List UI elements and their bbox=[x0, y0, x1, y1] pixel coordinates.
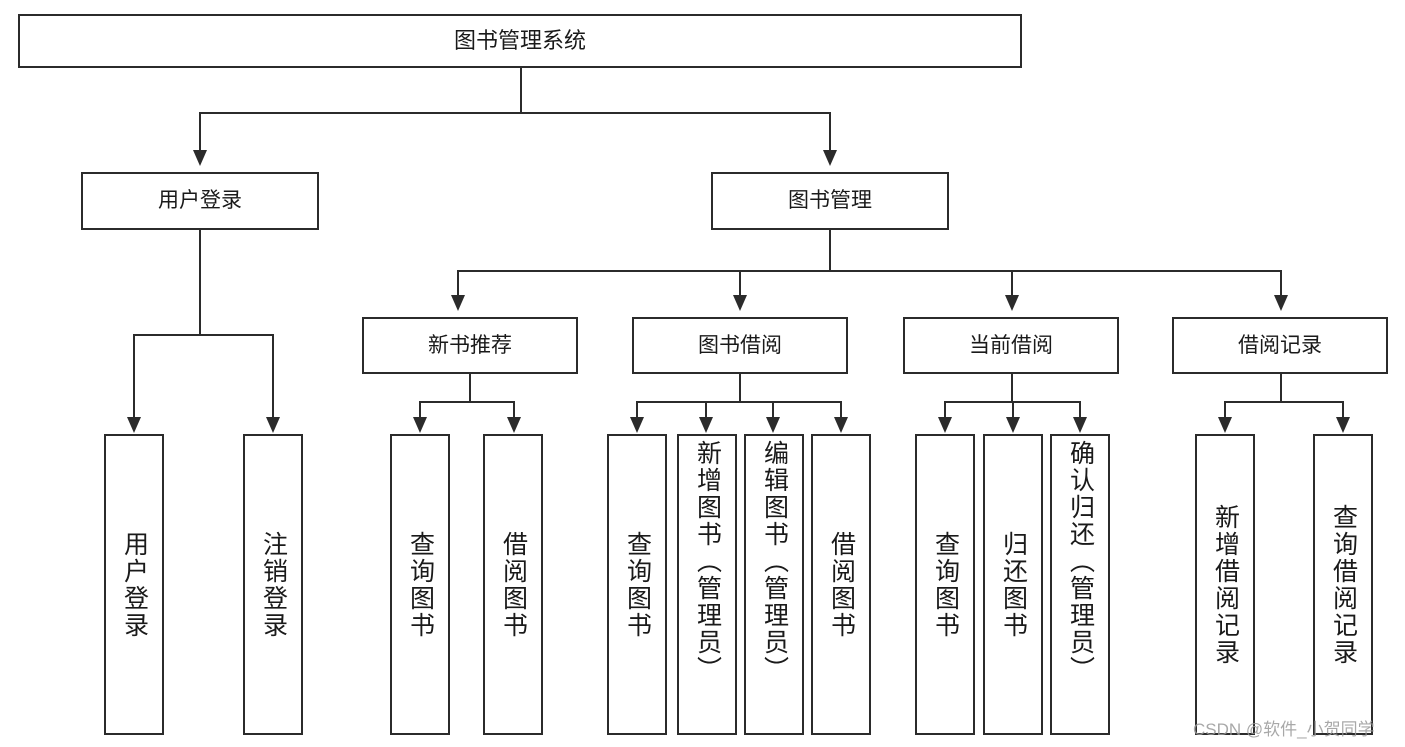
connector-br-to-leaf-1 bbox=[1342, 401, 1344, 419]
connector-br-to-leaf-0 bbox=[1224, 401, 1226, 419]
node-label: 查询借阅记录 bbox=[1329, 503, 1358, 666]
node-new-book-recommend[interactable]: 新书推荐 bbox=[362, 317, 578, 374]
arrow-nb-to-leaf-1-icon bbox=[507, 417, 521, 433]
leaf-new-book-recommend-0[interactable]: 查询图书 bbox=[390, 434, 450, 735]
leaf-new-book-recommend-1[interactable]: 借阅图书 bbox=[483, 434, 543, 735]
connector-cb-to-leaf-0 bbox=[944, 401, 946, 419]
leaf-borrow-record-0[interactable]: 新增借阅记录 bbox=[1195, 434, 1255, 735]
node-root-book-management-system[interactable]: 图书管理系统 bbox=[18, 14, 1022, 68]
connector-bb-to-leaf-2 bbox=[772, 401, 774, 419]
arrow-bb-to-leaf-2-icon bbox=[766, 417, 780, 433]
connector-new-book-bus bbox=[419, 401, 514, 403]
connector-bb-to-leaf-0 bbox=[636, 401, 638, 419]
arrow-bm-to-new-book-icon bbox=[451, 295, 465, 311]
connector-bb-to-leaf-3 bbox=[840, 401, 842, 419]
arrow-nb-to-leaf-0-icon bbox=[413, 417, 427, 433]
leaf-current-borrow-1[interactable]: 归还图书 bbox=[983, 434, 1043, 735]
connector-cb-to-leaf-1 bbox=[1012, 401, 1014, 419]
arrow-cb-to-leaf-0-icon bbox=[938, 417, 952, 433]
arrow-br-to-leaf-0-icon bbox=[1218, 417, 1232, 433]
arrow-cb-to-leaf-2-icon bbox=[1073, 417, 1087, 433]
node-label: 用户登录 bbox=[158, 189, 242, 213]
leaf-book-borrow-1[interactable]: 新增图书（管理员） bbox=[677, 434, 737, 735]
leaf-book-borrow-2[interactable]: 编辑图书（管理员） bbox=[744, 434, 804, 735]
node-label: 图书管理系统 bbox=[453, 27, 586, 53]
node-label: 归还图书 bbox=[999, 530, 1028, 639]
leaf-user-login-1[interactable]: 注销登录 bbox=[243, 434, 303, 735]
arrow-root-to-user-login-icon bbox=[193, 150, 207, 166]
arrow-root-to-book-management-icon bbox=[823, 150, 837, 166]
leaf-book-borrow-3[interactable]: 借阅图书 bbox=[811, 434, 871, 735]
node-label: 查询图书 bbox=[623, 530, 652, 639]
node-label: 借阅图书 bbox=[827, 530, 856, 639]
leaf-borrow-record-1[interactable]: 查询借阅记录 bbox=[1313, 434, 1373, 735]
node-label: 查询图书 bbox=[931, 530, 960, 639]
connector-cb-to-leaf-2 bbox=[1079, 401, 1081, 419]
connector-new-book-stem bbox=[469, 374, 471, 402]
node-label: 用户登录 bbox=[120, 530, 149, 639]
connector-bm-to-current-borrow bbox=[1011, 270, 1013, 297]
node-label: 图书借阅 bbox=[698, 333, 782, 357]
node-label: 借阅图书 bbox=[499, 530, 528, 639]
connector-user-login-to-leaf-1 bbox=[272, 334, 274, 419]
node-label: 编辑图书（管理员） bbox=[760, 440, 789, 683]
arrow-cb-to-leaf-1-icon bbox=[1006, 417, 1020, 433]
arrow-user-login-to-leaf-0-icon bbox=[127, 417, 141, 433]
arrow-br-to-leaf-1-icon bbox=[1336, 417, 1350, 433]
connector-book-management-bus bbox=[457, 270, 1281, 272]
connector-book-management-stem bbox=[829, 230, 831, 271]
node-label: 新书推荐 bbox=[428, 333, 512, 357]
connector-nb-to-leaf-0 bbox=[419, 401, 421, 419]
node-user-login[interactable]: 用户登录 bbox=[81, 172, 319, 230]
node-label: 确认归还（管理员） bbox=[1066, 440, 1095, 683]
connector-bm-to-borrow-record bbox=[1280, 270, 1282, 297]
connector-bm-to-book-borrow bbox=[739, 270, 741, 297]
connector-borrow-record-stem bbox=[1280, 374, 1282, 402]
node-book-management[interactable]: 图书管理 bbox=[711, 172, 949, 230]
arrow-bm-to-book-borrow-icon bbox=[733, 295, 747, 311]
node-label: 当前借阅 bbox=[969, 333, 1053, 357]
arrow-bb-to-leaf-1-icon bbox=[699, 417, 713, 433]
watermark-text: CSDN @软件_小贺同学 bbox=[1193, 720, 1375, 739]
leaf-current-borrow-0[interactable]: 查询图书 bbox=[915, 434, 975, 735]
connector-user-login-to-leaf-0 bbox=[133, 334, 135, 419]
connector-root-stem bbox=[520, 68, 522, 113]
connector-user-login-stem bbox=[199, 230, 201, 335]
leaf-current-borrow-2[interactable]: 确认归还（管理员） bbox=[1050, 434, 1110, 735]
node-current-borrow[interactable]: 当前借阅 bbox=[903, 317, 1119, 374]
node-label: 注销登录 bbox=[259, 530, 288, 639]
node-label: 新增借阅记录 bbox=[1211, 503, 1240, 666]
arrow-bb-to-leaf-0-icon bbox=[630, 417, 644, 433]
arrow-bb-to-leaf-3-icon bbox=[834, 417, 848, 433]
node-label: 新增图书（管理员） bbox=[693, 440, 722, 683]
arrow-bm-to-borrow-record-icon bbox=[1274, 295, 1288, 311]
leaf-user-login-0[interactable]: 用户登录 bbox=[104, 434, 164, 735]
arrow-bm-to-current-borrow-icon bbox=[1005, 295, 1019, 311]
connector-root-to-book-management bbox=[829, 112, 831, 152]
node-borrow-record[interactable]: 借阅记录 bbox=[1172, 317, 1388, 374]
node-label: 借阅记录 bbox=[1238, 333, 1322, 357]
connector-user-login-bus bbox=[133, 334, 273, 336]
arrow-user-login-to-leaf-1-icon bbox=[266, 417, 280, 433]
node-book-borrow[interactable]: 图书借阅 bbox=[632, 317, 848, 374]
connector-borrow-record-bus bbox=[1224, 401, 1343, 403]
node-label: 图书管理 bbox=[788, 189, 872, 213]
connector-bb-to-leaf-1 bbox=[705, 401, 707, 419]
connector-root-bus bbox=[199, 112, 831, 114]
node-label: 查询图书 bbox=[406, 530, 435, 639]
connector-bm-to-new-book bbox=[457, 270, 459, 297]
connector-book-borrow-stem bbox=[739, 374, 741, 402]
leaf-book-borrow-0[interactable]: 查询图书 bbox=[607, 434, 667, 735]
connector-root-to-user-login bbox=[199, 112, 201, 152]
connector-book-borrow-bus bbox=[636, 401, 841, 403]
connector-nb-to-leaf-1 bbox=[513, 401, 515, 419]
connector-current-borrow-stem bbox=[1011, 374, 1013, 402]
